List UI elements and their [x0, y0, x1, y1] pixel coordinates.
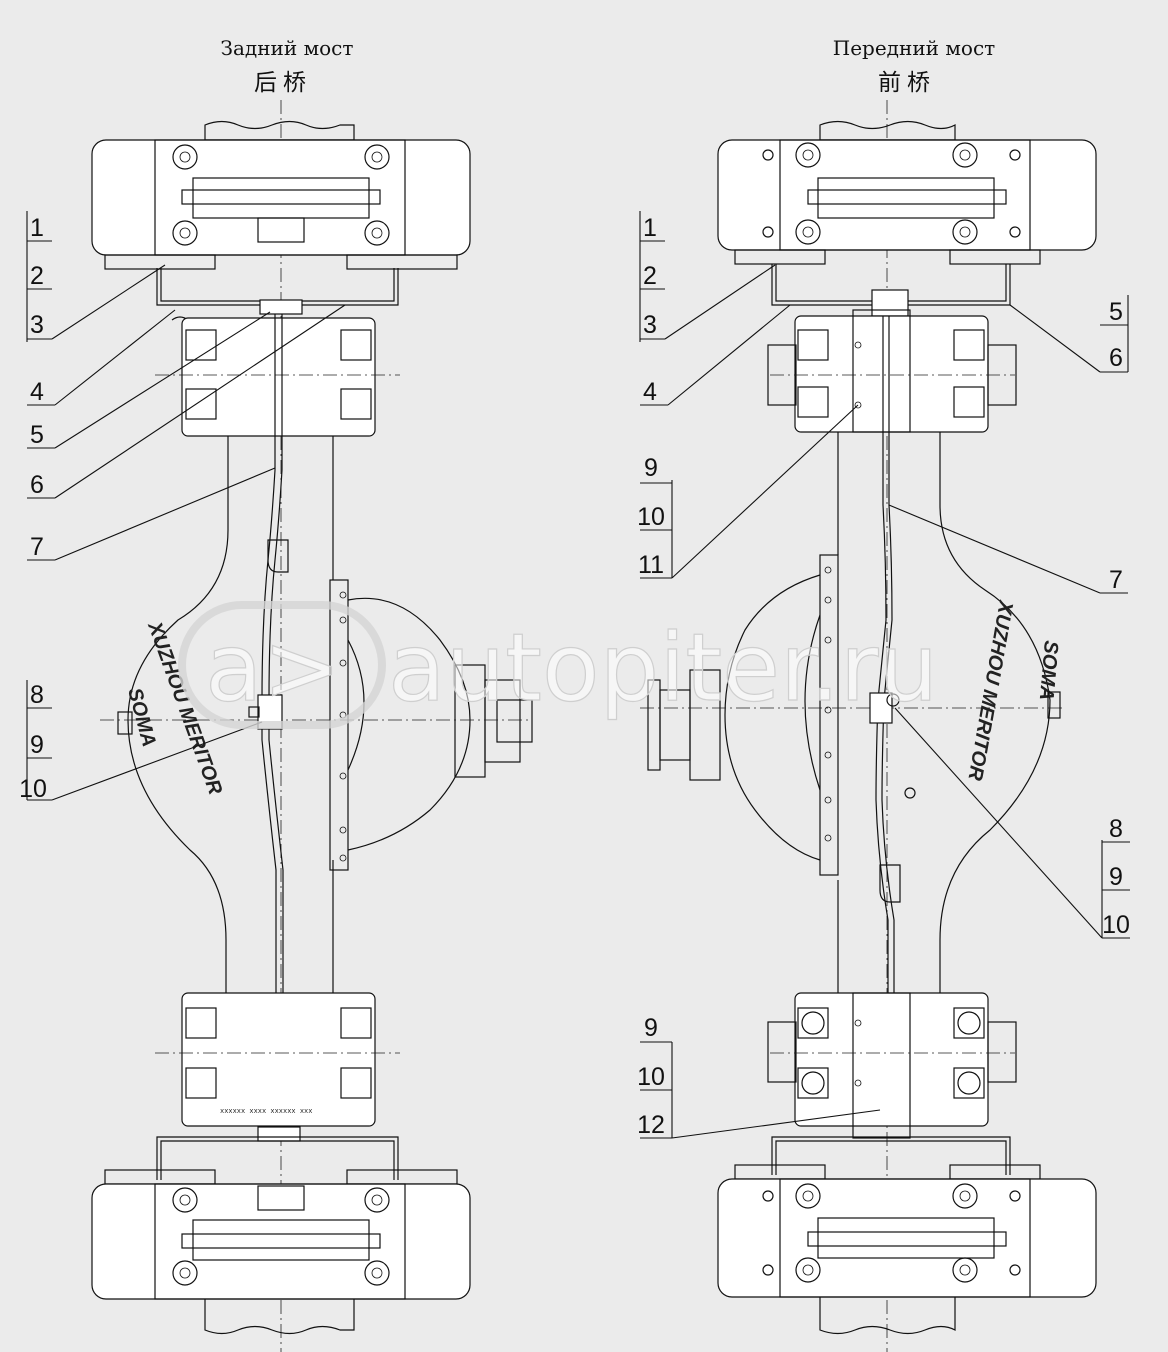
- rear-axle-title-cn: 后桥: [254, 70, 312, 96]
- front-callout-9-right: 9: [1109, 863, 1123, 891]
- front-axle-drawing: XUZHOU MERITOR SOMA: [640, 100, 1097, 1352]
- front-callout-10-mid: 10: [637, 503, 665, 531]
- rear-bottom-brake-assembly: [91, 1126, 471, 1335]
- rear-housing-stamp: xxxxxx xxxx xxxxxx xxx: [220, 1108, 312, 1116]
- front-top-brake-assembly: [717, 120, 1097, 317]
- front-upper-spring-seat: [767, 309, 1017, 433]
- rear-callout-10: 10: [19, 775, 47, 803]
- front-callouts: 1 2 3 4 5 6 7 9 10 11 8 9 10: [637, 211, 1130, 1139]
- rear-callout-3: 3: [30, 311, 44, 339]
- rear-callout-9: 9: [30, 731, 44, 759]
- front-lower-spring-seat: [767, 992, 1017, 1139]
- front-callout-2: 2: [643, 262, 657, 290]
- front-callout-7: 7: [1109, 566, 1123, 594]
- rear-top-brake-assembly: [91, 120, 471, 315]
- front-axle-brand-text: SOMA: [1035, 640, 1062, 702]
- rear-callout-6: 6: [30, 471, 44, 499]
- front-axle-title-cn: 前桥: [878, 70, 936, 96]
- rear-axle-title-ru: Задний мост: [221, 36, 354, 60]
- rear-lower-spring-seat: xxxxxx xxxx xxxxxx xxx: [155, 992, 400, 1127]
- watermark-logo: a>: [205, 614, 341, 723]
- front-axle-title-ru: Передний мост: [833, 36, 995, 60]
- front-callout-1: 1: [643, 214, 657, 242]
- rear-callout-5: 5: [30, 421, 44, 449]
- watermark: a> autopiter.ru: [178, 601, 939, 729]
- rear-callout-7: 7: [30, 533, 44, 561]
- front-bottom-brake-assembly: [717, 1136, 1097, 1335]
- rear-callout-2: 2: [30, 262, 44, 290]
- rear-callout-1: 1: [30, 214, 44, 242]
- front-callout-10-bottom: 10: [637, 1063, 665, 1091]
- front-callout-10-right: 10: [1102, 911, 1130, 939]
- front-axle-maker-text: XUZHOU MERITOR: [963, 598, 1017, 782]
- front-callout-6: 6: [1109, 344, 1123, 372]
- front-callout-5: 5: [1109, 298, 1123, 326]
- front-callout-8: 8: [1109, 815, 1123, 843]
- front-callout-9-mid: 9: [644, 454, 658, 482]
- front-callout-12: 12: [637, 1111, 665, 1139]
- front-callout-9-bottom: 9: [644, 1014, 658, 1042]
- rear-upper-spring-seat: [155, 316, 400, 437]
- front-callout-4: 4: [643, 378, 657, 406]
- front-callout-11: 11: [638, 551, 664, 579]
- front-callout-3: 3: [643, 311, 657, 339]
- rear-callouts: 1 2 3 4 5 6 7 8 9 10: [19, 211, 346, 803]
- front-brake-pipe: [869, 316, 900, 995]
- rear-callout-8: 8: [30, 681, 44, 709]
- watermark-text: autopiter.ru: [388, 614, 938, 723]
- rear-callout-4: 4: [30, 378, 44, 406]
